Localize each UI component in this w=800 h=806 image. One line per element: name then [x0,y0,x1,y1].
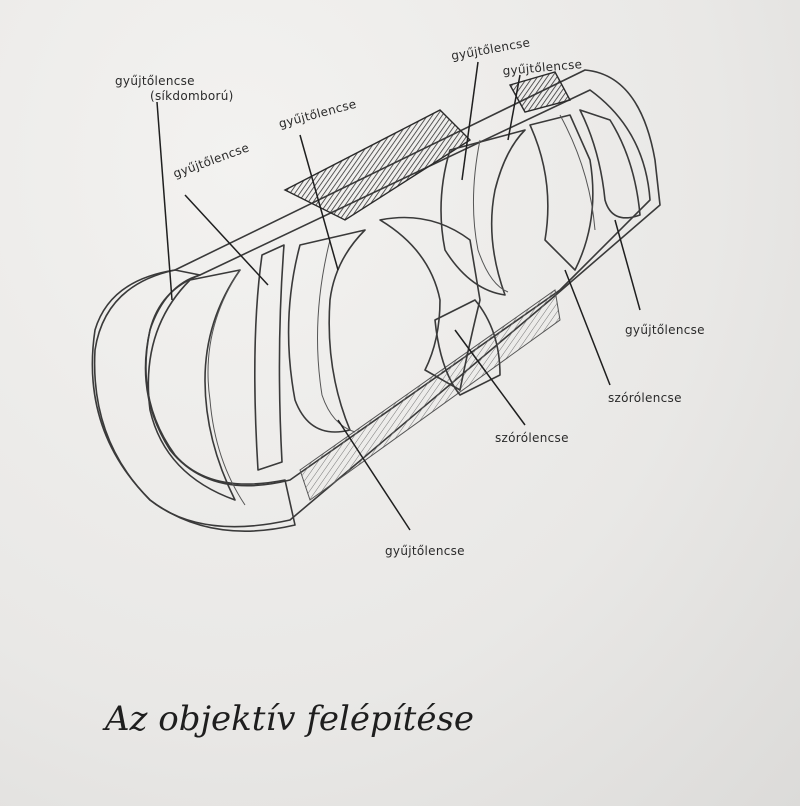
label-1a: gyűjtőlencse [115,74,195,88]
label-1b: (síkdomború) [150,89,234,103]
rear-ring [508,71,572,113]
label-4: gyűjtőlencse [450,35,531,63]
label-8: szórólencse [608,391,682,405]
leader-1 [156,101,173,301]
focus-ring [283,109,472,221]
leader-2 [184,194,269,286]
page-title: Az objektív felépítése [102,699,474,739]
leader-3 [299,134,339,271]
label-5: gyűjtőlencse [502,57,583,78]
lens-7 [529,114,594,271]
leader-7 [454,329,526,426]
label-9: gyűjtőlencse [625,323,705,337]
lens-5 [434,299,501,396]
leader-6 [337,419,411,531]
leader-4 [461,61,479,181]
lens-6 [440,129,526,296]
label-6: gyűjtőlencse [385,544,465,558]
interior-cutaway [144,89,651,487]
lens-2 [254,244,285,471]
leader-8 [564,269,611,386]
leader-5 [507,74,521,141]
lens-4 [379,216,481,391]
lens-3 [287,229,366,433]
label-3: gyűjtőlencse [277,97,358,131]
lens-8 [579,109,641,219]
lens-1 [147,269,241,501]
label-7: szórólencse [495,431,569,445]
front-face [93,269,296,532]
leader-9 [614,219,641,311]
label-2: gyűjtőlencse [171,140,251,180]
